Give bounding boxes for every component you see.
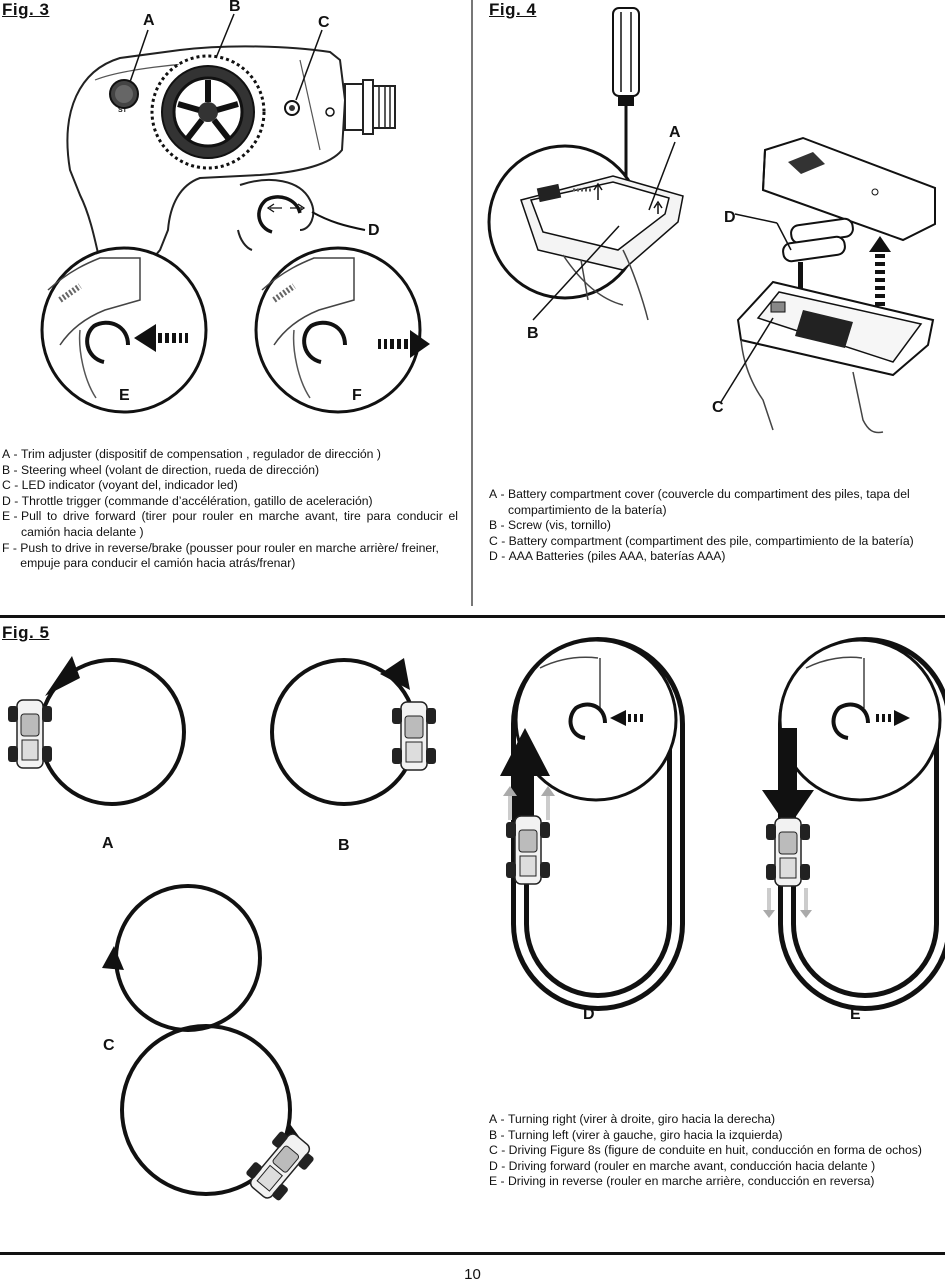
fig4-legend: A - Battery compartment cover (couvercle… [489,487,944,565]
horizontal-divider-bottom [0,1252,945,1255]
fig3-legend-item: C - LED indicator (voyant del, indicador… [2,478,238,493]
horizontal-divider-top [0,615,945,618]
fig4-legend-item: A - Battery compartment cover (couvercle… [489,487,910,517]
fig3-callout-b: B [229,0,241,15]
fig3-title: Fig. 3 [2,0,50,19]
fig5-callout-a: A [102,835,114,852]
battery-illustration [487,7,936,434]
fig5-legend-item: C - Driving Figure 8s (figure de conduit… [489,1143,922,1158]
fig5-callout-e: E [850,1006,861,1023]
fig4-callout-b: B [527,325,539,342]
fig5-callout-c: C [103,1037,115,1054]
page-number: 10 [464,1266,481,1283]
fig4-title: Fig. 4 [489,0,537,19]
fig5-legend-item: B - Turning left (virer à gauche, giro h… [489,1127,783,1142]
fig3-legend-item: D - Throttle trigger (commande d’accélér… [2,493,373,508]
fig3-legend-item: F - Push to drive in reverse/brake (pous… [2,540,439,571]
fig4-legend-item: C - Battery compartment (compartiment de… [489,533,914,548]
fig3-callout-c: C [318,14,330,31]
fig4-callout-a: A [669,124,681,141]
fig4-callout-c: C [712,399,724,416]
fig3-callout-a: A [143,12,155,29]
vertical-divider [471,0,473,606]
fig5-legend-item: D - Driving forward (rouler en marche av… [489,1158,876,1173]
transmitter-illustration [40,13,430,414]
fig3-legend: A - Trim adjuster (dispositif de compens… [2,447,458,572]
fig5-legend-item: E - Driving in reverse (rouler en marche… [489,1174,875,1189]
trim-st-label: ST [118,107,127,114]
fig4-legend-item: B - Screw (vis, tornillo) [489,518,611,533]
driving-diagrams [7,637,945,1207]
fig4-legend-item: D - AAA Batteries (piles AAA, baterías A… [489,549,726,564]
fig3-callout-e: E [119,387,130,404]
fig4-callout-d: D [724,209,736,226]
fig3-legend-item: B - Steering wheel (volant de direction,… [2,462,320,477]
fig5-legend-item: A - Turning right (virer à droite, giro … [489,1112,776,1126]
fig5-callout-b: B [338,837,350,854]
fig5-title: Fig. 5 [2,623,50,642]
fig3-callout-d: D [368,222,380,239]
fig3-legend-item: A - Trim adjuster (dispositif de compens… [2,447,381,461]
fig3-legend-item: E - Pull to drive forward (tirer pour ro… [2,509,458,539]
fig3-callout-f: F [352,387,362,404]
fig5-legend: A - Turning right (virer à droite, giro … [489,1112,944,1190]
fig5-callout-d: D [583,1006,595,1023]
